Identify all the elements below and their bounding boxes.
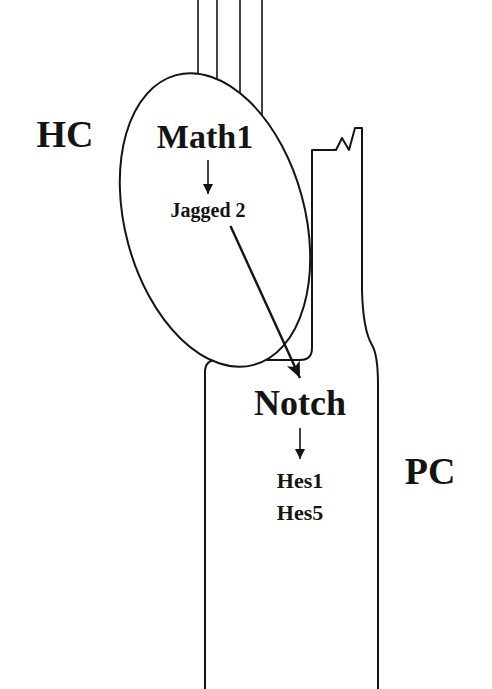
receptor-name: Notch — [254, 385, 346, 421]
signal-arrow — [231, 226, 301, 378]
text-slot: Notch — [254, 385, 346, 421]
text-slot: Hes1 Hes5 — [277, 465, 323, 529]
stereocilium — [239, 0, 241, 140]
induction-arrow — [207, 160, 209, 194]
stereocilium — [261, 0, 263, 140]
cell-label: PC — [405, 452, 456, 490]
pillar-cell-outline: PCNotchHes1 Hes5 — [150, 100, 390, 689]
text-slot: HC — [37, 115, 94, 153]
text-slot: PC — [405, 452, 456, 490]
target-genes: Hes1 Hes5 — [277, 465, 323, 529]
ligand-name: Jagged 2 — [171, 200, 246, 220]
cell-label: HC — [37, 115, 94, 153]
text-slot: Math1 — [157, 120, 253, 154]
gene-name: Math1 — [157, 120, 253, 154]
stereocilia — [198, 0, 262, 140]
stereocilium — [197, 0, 199, 140]
text-slot: Jagged 2 — [171, 200, 246, 220]
node-shape — [119, 72, 311, 368]
hair-cell-ellipse: HCMath1Jagged 2 — [119, 72, 311, 368]
cell-outline — [89, 52, 341, 388]
cell-outline — [205, 128, 378, 689]
induction-arrow — [299, 428, 301, 459]
stereocilium — [216, 0, 218, 140]
